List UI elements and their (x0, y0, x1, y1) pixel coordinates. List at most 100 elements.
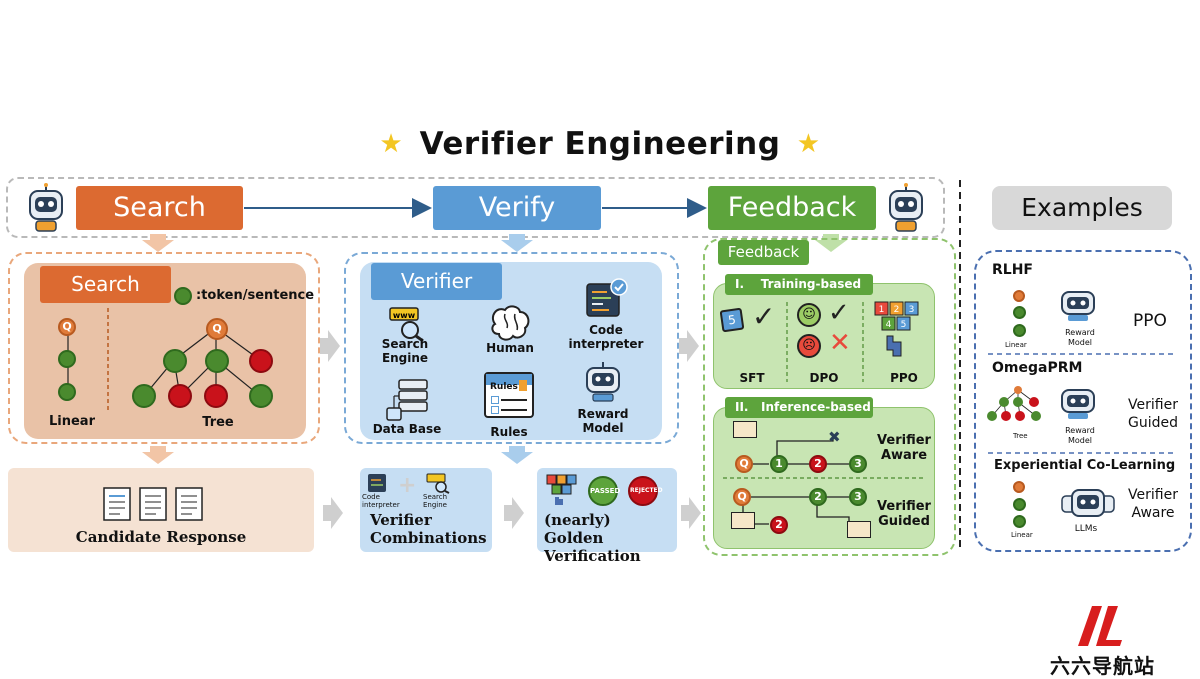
combo-code-label: Code interpreter (362, 493, 400, 509)
plus-icon: + (398, 473, 417, 498)
dpo-label: DPO (809, 371, 839, 385)
pipeline-row (6, 177, 945, 238)
combo-search-label: Search Engine (423, 493, 448, 509)
feedback-step-node: 3 (849, 488, 867, 506)
tool-icon: ✖ (828, 428, 841, 446)
rlhf-method: PPO (1133, 311, 1167, 331)
svg-text:4: 4 (886, 320, 892, 330)
robot-icon (1061, 489, 1115, 517)
watermark-logo (1078, 606, 1122, 646)
golden-verification-label: (nearly) Golden Verification (544, 511, 641, 565)
www-magnifier-icon (426, 473, 450, 494)
training-tag: I. Training-based (725, 274, 873, 295)
feedback-query-node: Q (735, 455, 753, 473)
x-mark-icon: ✕ (829, 328, 851, 358)
watermark-text: 六六导航站 (1050, 654, 1155, 678)
search-stage: Search (76, 186, 243, 230)
rejected-node (249, 349, 273, 373)
examples-panel (974, 250, 1192, 552)
www-magnifier-icon: www (389, 307, 424, 342)
checkmark-icon: ✓ (828, 298, 850, 328)
rlhf-model-label: Reward Model (1065, 328, 1095, 347)
linear-label: Linear (49, 414, 95, 429)
database-icon (386, 379, 428, 421)
svg-text:2: 2 (894, 305, 900, 315)
star-icon: ★ (379, 129, 404, 159)
feedback-step-node: 2 (770, 516, 788, 534)
svg-text:www: www (393, 311, 416, 320)
training-dividers (786, 302, 864, 382)
rejected-node (204, 384, 228, 408)
green-token-icon (174, 287, 192, 305)
ecl-title: Experiential Co-Learning (994, 458, 1176, 473)
robot-reward-icon (1061, 389, 1095, 419)
rules-card-icon: Rules (484, 372, 534, 418)
feedback-panel (703, 238, 956, 556)
ecl-method: Verifier Aware (1128, 487, 1178, 522)
token-node (249, 384, 273, 408)
verifier-item-search-engine: Search Engine (381, 337, 429, 365)
tree-label: Tree (202, 415, 234, 430)
robot-icon (29, 183, 63, 232)
verifier-guided-label: Verifier Guided (877, 499, 931, 529)
candidate-response-label: Candidate Response (75, 528, 247, 546)
badge-icon: REJECTED (628, 476, 663, 506)
verifier-panel (344, 252, 679, 444)
star-icon: ★ (796, 129, 821, 159)
verifier-item-rules: Rules (490, 425, 528, 439)
query-node (1013, 290, 1025, 302)
feedback-stage: Feedback (708, 186, 876, 230)
verifier-aware-label: Verifier Aware (877, 433, 931, 463)
examples-header: Examples (992, 186, 1172, 230)
omega-model-label: Reward Model (1065, 426, 1095, 445)
verifier-combinations-label: Verifier Combinations (370, 511, 487, 547)
envelope-icon (731, 512, 755, 529)
code-window-icon (586, 278, 628, 317)
token-node (205, 349, 229, 373)
feedback-query-node: Q (733, 488, 751, 506)
token-node (58, 350, 76, 368)
search-tag: Search (40, 266, 171, 303)
verifier-item-code-interpreter: Code interpreter (568, 323, 644, 351)
token-node (1013, 306, 1026, 319)
brain-icon (491, 305, 530, 341)
robot-icon (889, 183, 923, 232)
tree-icon (987, 386, 1041, 421)
ppo-label: PPO (890, 371, 918, 385)
badge-icon: PASSED (588, 476, 620, 506)
token-node (1013, 498, 1026, 511)
omega-method: Verifier Guided (1128, 397, 1178, 432)
token-node (163, 349, 187, 373)
svg-text:3: 3 (909, 305, 915, 315)
number-blocks-icon: 5 (719, 307, 745, 333)
token-node (1013, 515, 1026, 528)
query-node (1013, 481, 1025, 493)
sft-label: SFT (739, 371, 765, 385)
sad-face-icon: ☹ (797, 334, 821, 358)
smiley-icon: ☺ (797, 303, 821, 327)
rejected-node (168, 384, 192, 408)
page-title: ★ Verifier Engineering ★ (0, 126, 1200, 162)
number-blocks-icon: 1 2 3 4 5 (874, 301, 919, 357)
query-node: Q (206, 318, 228, 340)
rlhf-title: RLHF (992, 262, 1033, 278)
verifier-item-database: Data Base (372, 422, 442, 436)
envelope-icon (733, 421, 757, 438)
rlhf-tree-label: Linear (1005, 341, 1027, 349)
checkmark-icon: ✓ (752, 300, 776, 333)
verifier-item-reward-model: Reward Model (577, 407, 629, 435)
document-icon (103, 487, 203, 521)
number-blocks-icon (546, 474, 577, 505)
svg-text:1: 1 (879, 305, 885, 315)
verifier-tag: Verifier (371, 263, 502, 300)
verify-stage: Verify (433, 186, 601, 230)
token-node (1013, 324, 1026, 337)
token-node (132, 384, 156, 408)
token-legend: :token/sentence (196, 288, 315, 303)
feedback-step-node: 2 (809, 488, 827, 506)
feedback-tag: Feedback (718, 240, 809, 265)
ecl-model-label: LLMs (1074, 524, 1098, 534)
training-box (713, 283, 935, 389)
envelope-icon (847, 521, 871, 538)
robot-reward-icon (586, 362, 620, 402)
